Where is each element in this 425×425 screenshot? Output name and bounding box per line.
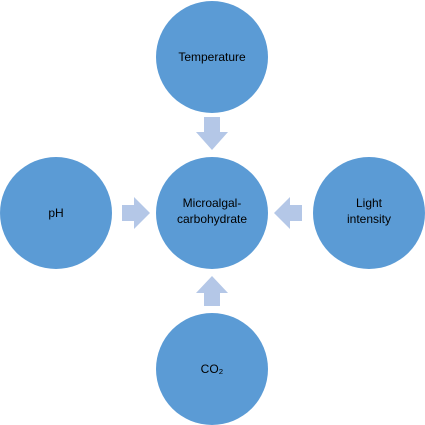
node-co2-circle bbox=[156, 313, 268, 425]
arrow-down-icon bbox=[196, 117, 228, 150]
node-co2: CO₂ bbox=[156, 313, 268, 425]
node-microalgal-carbohydrate: Microalgal- carbohydrate bbox=[156, 157, 268, 269]
node-light-label-line2: intensity bbox=[347, 212, 391, 226]
node-temperature-circle bbox=[156, 1, 268, 113]
arrow-up-icon bbox=[196, 276, 228, 306]
node-ph: pH bbox=[0, 157, 112, 269]
node-temperature: Temperature bbox=[156, 1, 268, 113]
node-center-circle bbox=[156, 157, 268, 269]
node-ph-circle bbox=[0, 157, 112, 269]
node-center-label-line1: Microalgal- bbox=[183, 196, 242, 210]
arrow-right-icon bbox=[122, 197, 150, 229]
node-light-intensity-circle bbox=[313, 157, 425, 269]
node-ph-label: pH bbox=[48, 206, 63, 220]
arrow-left-icon bbox=[274, 197, 302, 229]
node-co2-label: CO₂ bbox=[201, 362, 224, 376]
node-center-label-line2: carbohydrate bbox=[177, 212, 247, 226]
node-temperature-label: Temperature bbox=[178, 50, 246, 64]
node-light-label-line1: Light bbox=[356, 196, 383, 210]
node-light-intensity: Light intensity bbox=[313, 157, 425, 269]
